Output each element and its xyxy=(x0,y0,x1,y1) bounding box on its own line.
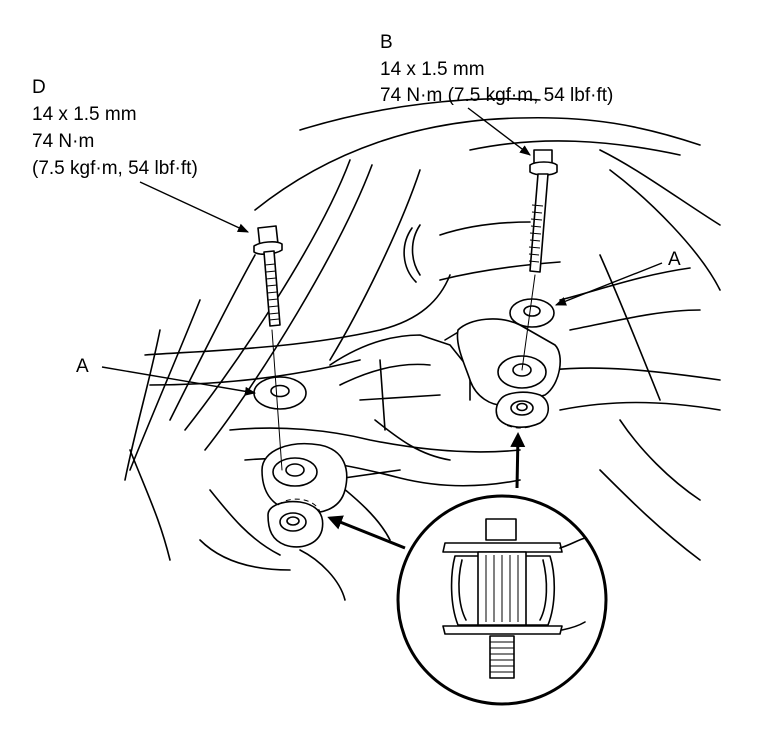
callout-b: B 14 x 1.5 mm 74 N·m (7.5 kgf·m, 54 lbf·… xyxy=(380,32,613,106)
callout-b-size: 14 x 1.5 mm xyxy=(380,59,485,80)
detail-arrow-right xyxy=(510,432,526,489)
leader-a-right xyxy=(554,262,663,306)
chassis-background xyxy=(124,97,721,601)
callout-d-letter: D xyxy=(32,77,46,98)
right-mount-body xyxy=(456,318,561,429)
callout-d: D 14 x 1.5 mm 74 N·m (7.5 kgf·m, 54 lbf·… xyxy=(32,77,198,179)
washer-left xyxy=(253,376,307,410)
detail-arrow-left xyxy=(327,515,406,550)
bolt-b xyxy=(528,149,558,273)
callout-d-torque: 74 N·m xyxy=(32,131,94,152)
detail-inset xyxy=(396,494,608,706)
callout-b-letter: B xyxy=(380,32,393,53)
washer-right xyxy=(509,298,555,328)
callout-a-right-letter: A xyxy=(668,249,681,270)
left-mount-body xyxy=(261,443,348,548)
leader-b xyxy=(467,107,531,156)
leader-a-left xyxy=(101,366,257,396)
callout-a-left-letter: A xyxy=(76,356,89,377)
callout-d-torque-alt: (7.5 kgf·m, 54 lbf·ft) xyxy=(32,158,198,179)
callout-d-size: 14 x 1.5 mm xyxy=(32,104,137,125)
leader-d xyxy=(139,181,250,233)
bolt-d xyxy=(253,225,283,327)
callout-b-torque: 74 N·m (7.5 kgf·m, 54 lbf·ft) xyxy=(380,85,613,106)
